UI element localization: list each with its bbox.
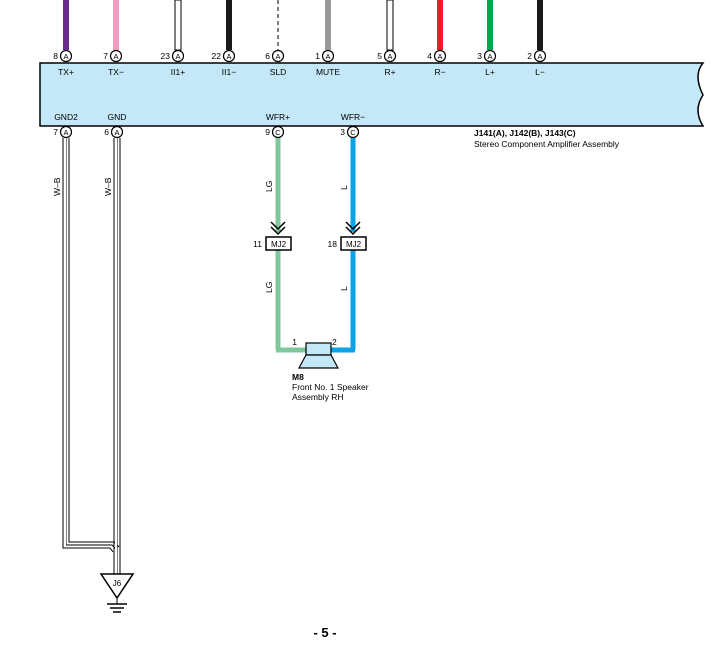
gnd2-wire-label: W–B	[52, 177, 62, 196]
wfr-plus-lower-label: LG	[264, 282, 274, 293]
top-pins: A8TX+A7TX−A23II1+A22II1−A6SLDA1MUTEA5R+A…	[53, 49, 547, 77]
pin-number: 5	[377, 51, 382, 61]
speaker-name-line1: Front No. 1 Speaker	[292, 382, 369, 392]
pin-label: WFR−	[341, 112, 365, 122]
pin-connector: A	[63, 52, 68, 61]
pin-number: 7	[103, 51, 108, 61]
pin-connector: A	[487, 52, 492, 61]
wfr-plus-upper-label: LG	[264, 181, 274, 192]
pin-label: MUTE	[316, 67, 340, 77]
pin-label: L−	[535, 67, 545, 77]
top-pin: A2L−	[527, 49, 547, 77]
junction-mj2-left: MJ2 11	[253, 236, 292, 251]
wire-white	[386, 0, 394, 51]
pin-connector: C	[350, 128, 356, 137]
pin-connector: A	[63, 128, 68, 137]
pin-number: 7	[53, 127, 58, 137]
wire	[113, 0, 119, 50]
junction-name: MJ2	[271, 240, 287, 249]
pin-label: SLD	[270, 67, 287, 77]
connector-chevron-left	[270, 221, 286, 236]
gnd-wire-label: W–B	[103, 177, 113, 196]
pin-label: L+	[485, 67, 495, 77]
gnd2-wire	[62, 138, 120, 553]
pin-number: 6	[104, 127, 109, 137]
pin-number: 8	[53, 51, 58, 61]
amplifier-body	[39, 62, 705, 127]
pin-label: II1−	[222, 67, 236, 77]
junction-pin: 11	[253, 239, 262, 249]
wire	[437, 0, 443, 50]
pin-number: 22	[212, 51, 222, 61]
wire	[226, 0, 232, 50]
bottom-pin: WFR+ C9	[265, 112, 290, 139]
pin-number: 23	[161, 51, 171, 61]
pin-connector: A	[114, 128, 119, 137]
speaker-pin-left: 1	[292, 337, 297, 347]
page-number: - 5 -	[313, 625, 336, 640]
pin-label: TX+	[58, 67, 74, 77]
pin-label: GND2	[54, 112, 78, 122]
pin-label: WFR+	[266, 112, 290, 122]
junction-mj2-right: MJ2 18	[328, 236, 367, 251]
pin-connector: A	[537, 52, 542, 61]
wfr-plus-wire	[275, 138, 306, 353]
pin-label: R+	[384, 67, 395, 77]
wire	[325, 0, 331, 50]
ground-id: J6	[113, 579, 122, 588]
speaker-name-line2: Assembly RH	[292, 392, 343, 402]
pin-number: 6	[265, 51, 270, 61]
pin-label: II1+	[171, 67, 185, 77]
pin-number: 1	[315, 51, 320, 61]
pin-connector: A	[175, 52, 180, 61]
speaker-icon	[297, 342, 340, 369]
speaker-pin-right: 2	[332, 337, 337, 347]
wire	[63, 0, 69, 50]
junction-pin: 18	[328, 239, 338, 249]
wfr-minus-upper-label: L	[339, 185, 349, 190]
top-pin: A4R−	[427, 49, 447, 77]
pin-connector: A	[275, 52, 280, 61]
pin-connector: C	[275, 128, 281, 137]
pin-label: GND	[108, 112, 127, 122]
pin-connector: A	[387, 52, 392, 61]
pin-number: 4	[427, 51, 432, 61]
wfr-minus-wire	[331, 138, 356, 353]
top-wires	[63, 0, 543, 51]
pin-number: 2	[527, 51, 532, 61]
pin-connector: A	[325, 52, 330, 61]
junction-name: MJ2	[346, 240, 362, 249]
bottom-pin: WFR− C3	[340, 112, 365, 139]
wire	[537, 0, 543, 50]
wire	[487, 0, 493, 50]
pin-number: 9	[265, 127, 270, 137]
component-name: Stereo Component Amplifier Assembly	[474, 139, 620, 149]
top-pin: A5R+	[377, 49, 397, 77]
component-id: J141(A), J142(B), J143(C)	[474, 128, 576, 138]
pin-connector: A	[113, 52, 118, 61]
pin-label: R−	[434, 67, 445, 77]
wfr-minus-lower-label: L	[339, 286, 349, 291]
speaker-id: M8	[292, 372, 304, 382]
top-pin: A3L+	[477, 49, 497, 77]
ground-j6: J6	[99, 573, 135, 613]
pin-label: TX−	[108, 67, 124, 77]
pin-number: 3	[340, 127, 345, 137]
connector-chevron-right	[345, 221, 361, 236]
pin-connector: A	[437, 52, 442, 61]
pin-number: 3	[477, 51, 482, 61]
pin-connector: A	[226, 52, 231, 61]
bottom-pin: GND A6	[104, 112, 127, 139]
wire-white	[174, 0, 182, 51]
